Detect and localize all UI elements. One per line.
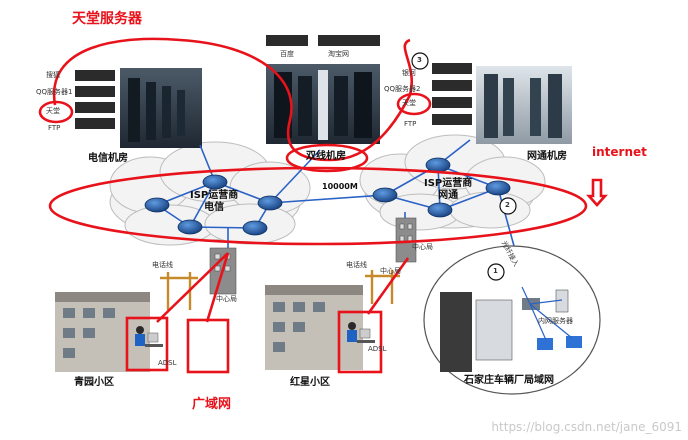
dual-room-photo xyxy=(266,64,380,144)
central-office-label: 中心局 xyxy=(216,295,237,303)
adsl-label: ADSL xyxy=(368,345,387,353)
central-office-label: 中心局 xyxy=(412,243,433,251)
watermark-text: https://blog.csdn.net/jane_6091 xyxy=(491,420,682,434)
building-qingyuan xyxy=(55,292,150,372)
server-label: 天堂 xyxy=(402,99,416,107)
netcom-room-photo xyxy=(476,66,572,144)
internet-label: internet xyxy=(592,145,647,159)
right-server-stack xyxy=(432,63,472,125)
server-label: FTP xyxy=(48,124,61,132)
server-label: 淘宝网 xyxy=(328,50,349,58)
router-icon xyxy=(372,187,398,203)
server-label: 搜狐 xyxy=(46,71,60,79)
central-office-label: 中心局 xyxy=(380,267,401,275)
router-icon xyxy=(242,220,268,236)
server-label: 天堂 xyxy=(46,107,60,115)
hongxing-label: 红星小区 xyxy=(290,377,330,388)
marker-1: 1 xyxy=(493,267,498,275)
isp-telecom-label: ISP运营商 电信 xyxy=(190,190,239,213)
lan-server-label: 内网服务器 xyxy=(538,317,573,325)
isp-netcom-label: ISP运营商 网通 xyxy=(424,178,473,201)
router-icon xyxy=(202,174,228,190)
bandwidth-label: 10000M xyxy=(322,182,358,191)
left-server-stack xyxy=(75,70,115,129)
server-label: 百度 xyxy=(280,50,294,58)
internet-ellipse xyxy=(48,166,588,246)
qingyuan-label: 青园小区 xyxy=(74,377,114,388)
heaven-server-label: 天堂服务器 xyxy=(72,11,142,27)
telecom-room-photo xyxy=(120,68,202,148)
phone-line-label: 电话线 xyxy=(152,261,173,269)
marker-2: 2 xyxy=(505,201,510,209)
user-desk-right xyxy=(347,322,375,343)
router-icon xyxy=(177,219,203,235)
router-icon xyxy=(144,197,170,213)
adsl-label: ADSL xyxy=(158,359,177,367)
server-label: FTP xyxy=(404,120,417,128)
factory-lan-label: 石家庄车辆厂局域网 xyxy=(464,375,554,386)
telecom-room-label: 电信机房 xyxy=(88,153,128,164)
dual-room-label: 双线机房 xyxy=(306,151,346,162)
router-icon xyxy=(485,180,511,196)
red-annotations xyxy=(38,37,608,374)
router-icon xyxy=(427,202,453,218)
phone-line-label: 电话线 xyxy=(346,261,367,269)
dual-server-stack xyxy=(266,35,380,46)
wan-label: 广域网 xyxy=(192,397,232,412)
numbered-markers xyxy=(411,52,517,281)
router-icon xyxy=(257,195,283,211)
router-icon xyxy=(425,157,451,173)
server-label: QQ服务器2 xyxy=(384,85,421,93)
server-label: 银河 xyxy=(402,69,416,77)
factory-lan-circle xyxy=(423,245,601,395)
marker-3: 3 xyxy=(417,56,422,64)
netcom-room-label: 网通机房 xyxy=(527,151,567,162)
user-desk-left xyxy=(135,326,163,347)
building-hongxing xyxy=(265,285,363,370)
server-label: QQ服务器1 xyxy=(36,88,73,96)
cloud-netcom xyxy=(359,134,546,231)
